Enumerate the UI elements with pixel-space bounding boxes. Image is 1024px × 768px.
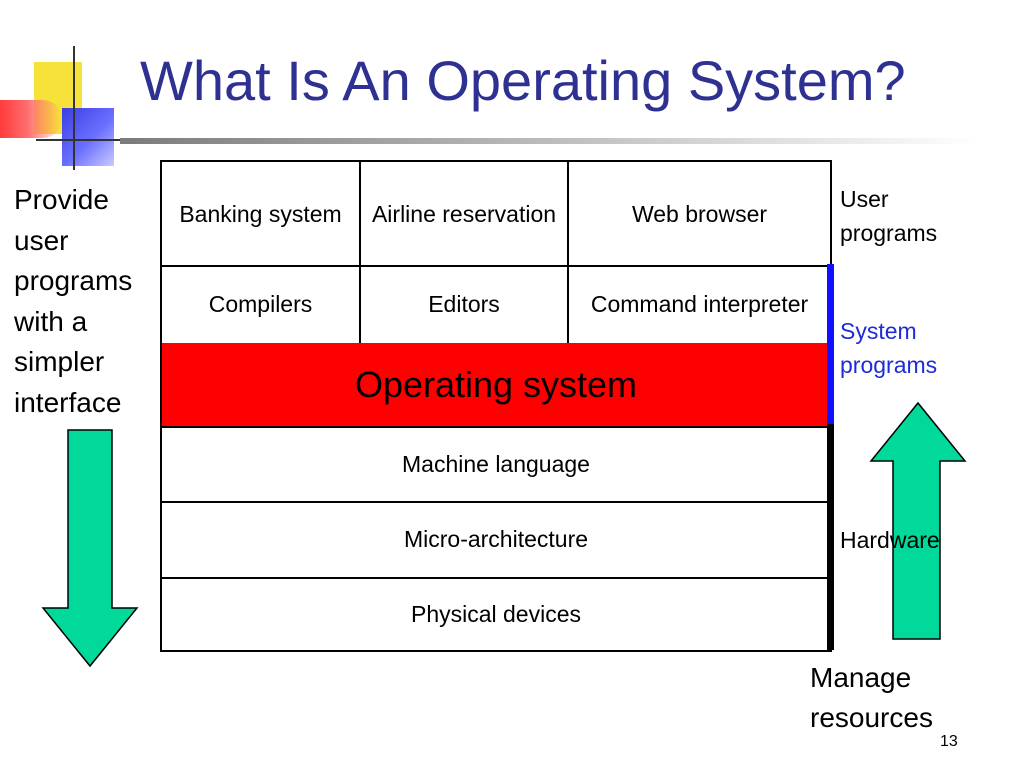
page-number: 13: [940, 733, 958, 750]
label-line: programs: [840, 220, 938, 246]
label-line: Manage: [810, 662, 912, 693]
left-annotation-line: Provide: [14, 184, 109, 215]
left-annotation-line: programs: [14, 265, 133, 296]
left-annotation: Provide user programs with a simpler int…: [14, 180, 164, 423]
left-annotation-line: with a: [14, 305, 88, 337]
down-arrow-icon: [41, 429, 139, 668]
logo-horizontal-line: [36, 139, 128, 141]
layer-airline-reservation: Airline reservation: [361, 162, 569, 265]
machine-language-row: Machine language: [162, 426, 830, 503]
micro-architecture-row: Micro-architecture: [162, 501, 830, 579]
layer-compilers: Compilers: [162, 265, 361, 343]
up-arrow-icon: [869, 401, 967, 640]
logo-blue-square: [62, 108, 114, 166]
system-programs-row: Compilers Editors Command interpreter: [162, 265, 830, 345]
left-annotation-line: interface: [14, 386, 122, 418]
logo-red-glow: [0, 100, 62, 138]
label-user-programs: User programs: [840, 182, 937, 250]
title-underline: [120, 138, 980, 144]
layer-physical-devices: Physical devices: [410, 600, 582, 627]
layer-editors: Editors: [361, 265, 569, 343]
layer-micro-architecture: Micro-architecture: [403, 526, 589, 552]
slide-title: What Is An Operating System?: [140, 49, 906, 112]
label-line: programs: [840, 352, 938, 378]
label-line: resources: [810, 702, 933, 733]
layer-web-browser: Web browser: [631, 200, 768, 227]
layer-operating-system: Operating system: [354, 363, 638, 405]
operating-system-row: Operating system: [162, 343, 830, 428]
user-programs-row: Banking system Airline reservation Web b…: [162, 162, 830, 267]
system-programs-bracket: [827, 264, 834, 424]
left-annotation-line: simpler: [14, 346, 105, 377]
layer-machine-language: Machine language: [402, 450, 590, 477]
label-system-programs: System programs: [840, 314, 937, 382]
physical-devices-row: Physical devices: [162, 577, 830, 650]
logo-vertical-line: [73, 46, 75, 170]
layer-stack: Banking system Airline reservation Web b…: [160, 160, 832, 652]
label-hardware: Hardware: [840, 527, 940, 553]
label-manage-resources: Manage resources: [810, 658, 933, 738]
left-annotation-line: user: [14, 224, 69, 256]
layer-banking-system: Banking system: [162, 162, 361, 265]
hardware-bracket: [827, 424, 834, 650]
label-line: System: [840, 318, 917, 344]
layer-command-interpreter: Command interpreter: [590, 291, 809, 317]
label-line: User: [840, 186, 889, 212]
